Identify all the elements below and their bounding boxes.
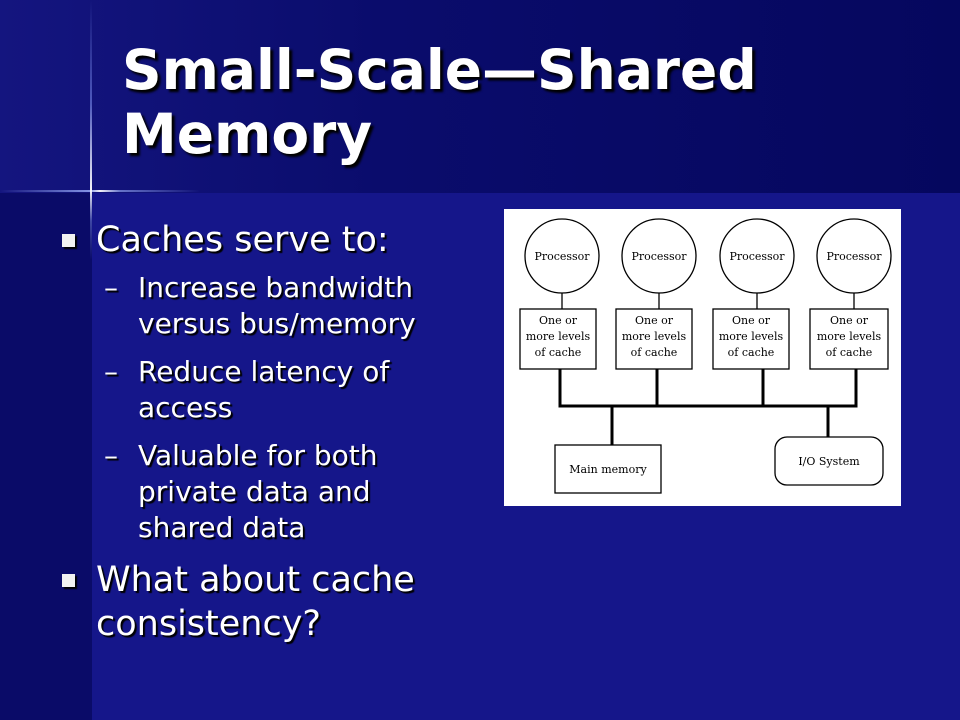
bullet-text: Caches serve to: <box>96 220 389 260</box>
cache-label-line: more levels <box>719 330 784 343</box>
processor-label: Processor <box>826 250 882 263</box>
cache-label-line: of cache <box>535 346 582 359</box>
sub-bullet-latency: – Reduce latency of access <box>60 354 490 426</box>
left-band <box>0 193 92 720</box>
processor-label: Processor <box>729 250 785 263</box>
sub-bullet-line: access <box>138 391 233 424</box>
sub-bullet-line: shared data <box>138 511 306 544</box>
main-memory-box: Main memory <box>554 444 662 494</box>
bullet-consistency: What about cache consistency? <box>60 558 490 646</box>
shared-bus <box>558 369 858 445</box>
sub-bullet-line: Valuable for both <box>138 439 378 472</box>
dash-bullet-icon: – <box>104 439 118 472</box>
main-memory-label: Main memory <box>569 463 647 476</box>
io-system-label: I/O System <box>798 455 860 468</box>
processor-label: Processor <box>534 250 590 263</box>
processor-node: Processor <box>816 218 892 294</box>
sparkle-horizontal-line <box>0 190 200 192</box>
cache-label-line: One or <box>732 314 771 327</box>
slide-title: Small-Scale—Shared Memory <box>122 38 922 166</box>
processor-cache-connectors <box>561 293 855 309</box>
title-band <box>0 0 960 193</box>
sub-bullet-line: Increase bandwidth <box>138 271 414 304</box>
cache-box: One or more levels of cache <box>809 308 889 370</box>
shared-memory-diagram: Processor Processor Processor Processor … <box>504 209 901 506</box>
cache-label-line: more levels <box>526 330 591 343</box>
cache-label-line: more levels <box>622 330 687 343</box>
cache-label-line: of cache <box>631 346 678 359</box>
square-bullet-icon <box>62 574 75 587</box>
slide-title-line2: Memory <box>122 102 373 166</box>
processor-label: Processor <box>631 250 687 263</box>
cache-box: One or more levels of cache <box>519 308 597 370</box>
sparkle-vertical-line <box>90 0 92 260</box>
cache-label-line: more levels <box>817 330 882 343</box>
cache-box: One or more levels of cache <box>712 308 790 370</box>
cache-label-line: of cache <box>728 346 775 359</box>
bullet-line: consistency? <box>96 604 322 644</box>
sub-bullet-line: versus bus/memory <box>138 307 416 340</box>
cache-label-line: One or <box>539 314 578 327</box>
dash-bullet-icon: – <box>104 355 118 388</box>
cache-label-line: One or <box>635 314 674 327</box>
sub-bullet-line: private data and <box>138 475 371 508</box>
processor-node: Processor <box>621 218 697 294</box>
sub-bullet-line: Reduce latency of <box>138 355 390 388</box>
sub-bullet-valuable: – Valuable for both private data and sha… <box>60 438 490 546</box>
square-bullet-icon <box>62 234 75 247</box>
cache-label-line: of cache <box>826 346 873 359</box>
sub-bullet-bandwidth: – Increase bandwidth versus bus/memory <box>60 270 490 342</box>
bullet-line: What about cache <box>96 560 415 600</box>
bullet-caches: Caches serve to: <box>60 218 490 262</box>
cache-box: One or more levels of cache <box>615 308 693 370</box>
processor-node: Processor <box>524 218 600 294</box>
cache-label-line: One or <box>830 314 869 327</box>
processor-node: Processor <box>719 218 795 294</box>
io-system-box: I/O System <box>774 436 884 486</box>
dash-bullet-icon: – <box>104 271 118 304</box>
bullet-list: Caches serve to: – Increase bandwidth ve… <box>60 218 490 654</box>
slide-title-line1: Small-Scale—Shared <box>122 38 757 102</box>
diagram-svg: Processor Processor Processor Processor … <box>519 218 892 494</box>
